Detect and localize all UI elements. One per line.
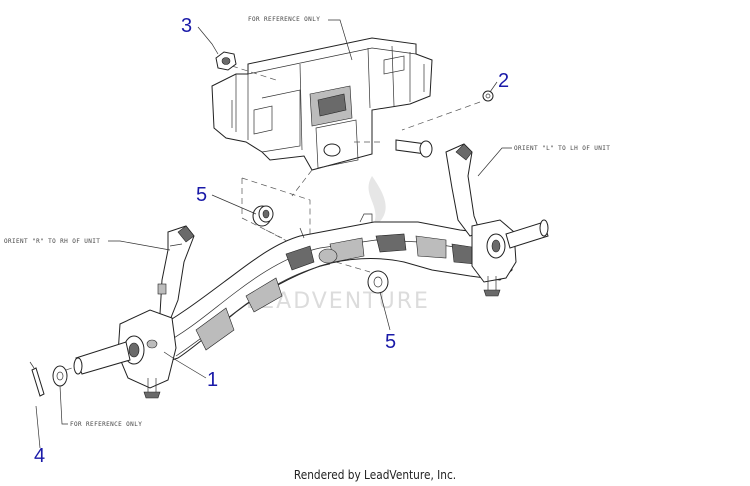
callout-5-lower: 5 (385, 331, 396, 353)
note-ref-top: FOR REFERENCE ONLY (248, 16, 320, 23)
axle-pivot-pin (395, 90, 494, 158)
spacer-lower (367, 270, 389, 294)
flat-washer (52, 365, 68, 387)
axle-assembly (149, 213, 513, 365)
note-ref-bottom: FOR REFERENCE ONLY (70, 421, 142, 428)
cotter-pin (29, 361, 45, 397)
front-axle-bracket (211, 37, 433, 171)
watermark-flame-icon (368, 176, 386, 228)
hex-nut (215, 51, 237, 71)
callout-4: 4 (34, 445, 45, 467)
callout-3: 3 (181, 15, 192, 37)
leader-lines (35, 19, 512, 449)
render-credit: Rendered by LeadVenture, Inc. (293, 468, 457, 482)
note-orient-right: ORIENT "R" TO RH OF UNIT (4, 238, 100, 245)
callouts: 1 2 3 4 5 5 (34, 15, 509, 467)
callout-2: 2 (498, 70, 509, 92)
spacer-upper (252, 205, 274, 227)
spindle-rh (73, 225, 195, 399)
reference-notes: FOR REFERENCE ONLY ORIENT "L" TO LH OF U… (4, 16, 610, 428)
callout-1: 1 (207, 369, 218, 391)
note-orient-left: ORIENT "L" TO LH OF UNIT (514, 145, 610, 152)
spindle-lh (445, 143, 549, 297)
callout-5-upper: 5 (196, 184, 207, 206)
